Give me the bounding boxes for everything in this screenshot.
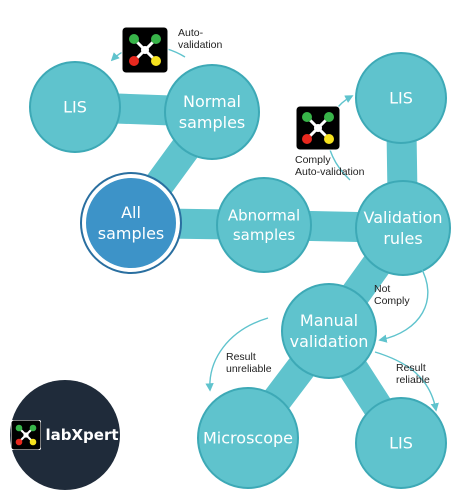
node-label: Validation rules <box>363 208 442 248</box>
node-circle <box>164 64 260 160</box>
node-lis-left: LIS <box>29 61 121 153</box>
label-auto-validation: Auto- validation <box>178 27 223 51</box>
label-not-comply-line1: Not <box>374 283 390 295</box>
labxpert-logo-icon <box>295 105 341 151</box>
node-label: LIS <box>63 98 87 117</box>
label-result-reliable: Result reliable <box>396 362 430 386</box>
node-microscope: Microscope <box>197 387 299 489</box>
label-result-unreliable: Result unreliable <box>226 351 272 375</box>
node-label: Manual validation <box>290 311 369 351</box>
node-label-line: Microscope <box>203 429 293 448</box>
node-circle <box>355 52 447 144</box>
node-label-line: validation <box>290 332 369 351</box>
label-auto-validation-line1: Auto- <box>178 27 204 39</box>
node-label: LIS <box>389 89 413 108</box>
label-not-comply: Not Comply <box>374 283 410 307</box>
node-label-line: LIS <box>63 98 87 117</box>
node-label-line: rules <box>383 229 422 248</box>
node-label: Normal samples <box>179 92 246 132</box>
node-label-line: Validation <box>363 208 442 227</box>
label-unreliable-line2: unreliable <box>226 363 272 375</box>
node-label-line: LIS <box>389 434 413 453</box>
label-unreliable-line1: Result <box>226 351 256 363</box>
node-label: Microscope <box>203 429 293 448</box>
label-comply-auto-validation: Comply Auto-validation <box>295 154 365 178</box>
edge-labels: Auto- validation Comply Auto-validation … <box>178 27 430 386</box>
label-comply-line2: Auto-validation <box>295 166 365 178</box>
labxpert-logo-icon <box>121 26 169 74</box>
label-auto-validation-line2: validation <box>178 39 223 51</box>
label-not-comply-line2: Comply <box>374 295 410 307</box>
label-reliable-line2: reliable <box>396 374 430 386</box>
node-circle <box>82 174 180 272</box>
node-circle <box>281 283 377 379</box>
label-reliable-line1: Result <box>396 362 426 374</box>
arrow-rules-to-manual <box>378 265 429 343</box>
labxpert-logo-icon <box>11 420 42 450</box>
node-normal-samples: Normal samples <box>164 64 260 160</box>
brand-badge: labXpert <box>10 380 120 490</box>
node-lis-top-right: LIS <box>355 52 447 144</box>
node-circle <box>216 177 312 273</box>
brand-name: labXpert <box>45 426 119 444</box>
arrow-manual-to-lis-bottom <box>374 351 439 412</box>
node-label-line: Normal <box>183 92 241 111</box>
arrow-manual-to-microscope <box>205 317 269 392</box>
node-label-line: samples <box>98 224 165 243</box>
node-all-samples: All samples <box>80 172 182 274</box>
node-circle <box>29 61 121 153</box>
node-lis-bottom-right: LIS <box>355 397 447 489</box>
node-label: All samples <box>98 203 165 243</box>
node-ring <box>80 172 182 274</box>
node-label: LIS <box>389 434 413 453</box>
node-validation-rules: Validation rules <box>355 180 451 276</box>
node-label-line: All <box>121 203 141 222</box>
node-label-line: LIS <box>389 89 413 108</box>
node-label-line: samples <box>233 226 296 244</box>
node-circle <box>355 180 451 276</box>
node-label-line: samples <box>179 113 246 132</box>
node-label-line: Manual <box>300 311 358 330</box>
node-label-line: Abnormal <box>228 207 300 225</box>
node-circle <box>355 397 447 489</box>
node-manual-validation: Manual validation <box>281 283 377 379</box>
node-circle <box>197 387 299 489</box>
label-comply-line1: Comply <box>295 154 331 166</box>
